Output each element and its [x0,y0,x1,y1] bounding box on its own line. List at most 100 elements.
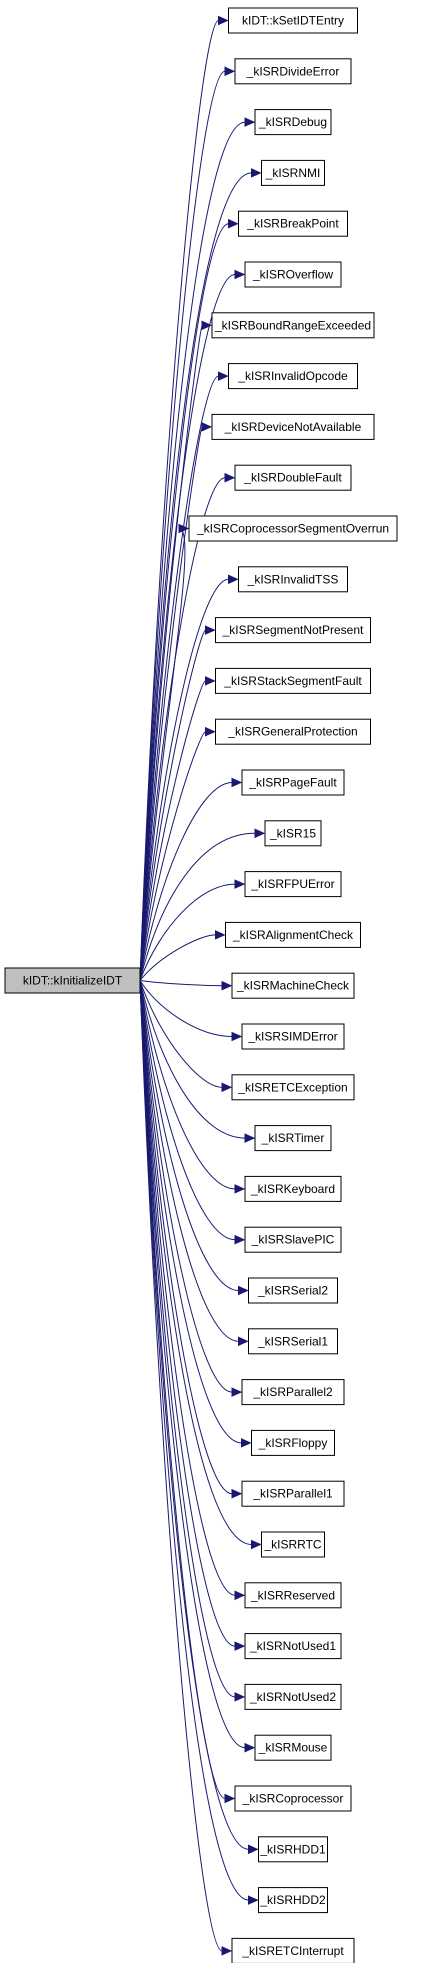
callee-node-box [248,1328,338,1355]
callee-node-kisrserial2[interactable]: _kISRSerial2 [248,1277,338,1304]
call-edge [139,980,236,1241]
call-edge [139,980,239,1291]
callee-node-kisrpagefault[interactable]: _kISRPageFault [241,769,345,796]
call-edge [139,980,236,1647]
callee-node-kisrbreakpoint[interactable]: _kISRBreakPoint [238,210,348,237]
call-edge [139,629,206,981]
call-edge [139,980,242,1444]
callee-node-kisrboundrangeexceeded[interactable]: _kISRBoundRangeExceeded [211,312,375,339]
callee-node-kisrfpuerror[interactable]: _kISRFPUError [244,871,342,898]
callee-node-label: _kISRNotUsed1 [249,1639,336,1653]
callee-node-label: _kISRInvalidOpcode [237,369,348,383]
callee-node-label: _kISRBreakPoint [246,217,339,231]
call-edge [139,70,226,981]
callee-node-kisrhdd1[interactable]: _kISRHDD1 [258,1836,328,1863]
callee-node-kisroverflow[interactable]: _kISROverflow [244,261,342,288]
arrowhead [238,1336,249,1347]
arrowhead [201,320,213,331]
arrowhead [244,1133,256,1143]
callee-node-kisrserial1[interactable]: _kISRSerial1 [248,1328,338,1355]
call-edge [139,324,203,981]
callee-node-kisrcoprocessor[interactable]: _kISRCoprocessor [234,1785,352,1812]
arrowhead [234,1641,246,1651]
callee-node-label: _kISRMachineCheck [236,979,350,993]
callee-node-box [244,1633,342,1660]
arrowhead [228,218,239,229]
callee-node-label: _kISRNMI [265,166,321,180]
call-edge [139,375,219,981]
callee-node-box [244,1683,342,1710]
arrowhead [224,66,236,77]
callee-node-kisrrtc[interactable]: _kISRRTC [261,1531,325,1558]
root-node-kinitializeidt[interactable]: kIDT::kInitializeIDT [4,967,141,994]
callee-node-kisrslavepic[interactable]: _kISRSlavePIC [244,1226,342,1253]
callee-node-kisretcinterrupt[interactable]: _kISRETCInterrupt [231,1937,355,1963]
call-edge [139,980,233,1037]
callee-node-kisrinvalidtss[interactable]: _kISRInvalidTSS [238,566,348,593]
call-edge [139,980,249,1850]
callee-node-kisrfloppy[interactable]: _kISRFloppy [251,1429,335,1456]
callee-node-label: _kISRReserved [250,1588,335,1602]
callee-node-kisrcoprocessorsegmentoverrun[interactable]: _kISRCoprocessorSegmentOverrun [188,515,398,542]
arrowhead [244,117,256,127]
call-edge [139,980,249,1901]
call-edge [139,980,223,987]
callee-node-label: _kISRParallel2 [252,1385,333,1399]
callee-node-label: _kISRSerial1 [257,1334,328,1348]
callee-node-label: _kISRDivideError [246,64,340,78]
callee-node-kisretcexception[interactable]: _kISRETCException [231,1074,355,1101]
callee-node-box [254,1125,332,1152]
callee-node-kisrsegmentnotpresent[interactable]: _kISRSegmentNotPresent [215,617,371,644]
callee-node-kisrdebug[interactable]: _kISRDebug [254,109,332,136]
callee-node-label: _kISRDeviceNotAvailable [224,420,362,434]
callee-node-kisrmachinecheck[interactable]: _kISRMachineCheck [231,972,355,999]
callee-node-kisrstacksegmentfault[interactable]: _kISRStackSegmentFault [215,667,371,694]
callee-node-box [228,363,358,390]
callee-node-kisrsimderror[interactable]: _kISRSIMDError [241,1023,345,1050]
callee-node-kisrhdd2[interactable]: _kISRHDD2 [258,1887,328,1914]
callee-node-box [231,972,355,999]
callee-node-kisrgeneralprotection[interactable]: _kISRGeneralProtection [215,718,371,745]
callee-node-label: _kISRMouse [258,1741,328,1755]
call-edge [139,426,203,981]
root-node-label: kIDT::kInitializeIDT [23,974,123,988]
callee-node-label: _kISRAlignmentCheck [232,928,354,942]
callee-node-label: _kISRFloppy [258,1436,328,1450]
callee-node-kisrnotused2[interactable]: _kISRNotUsed2 [244,1683,342,1710]
callee-node-kisrinvalidopcode[interactable]: _kISRInvalidOpcode [228,363,358,390]
call-edge [139,980,246,1749]
callee-node-kisrdivideerror[interactable]: _kISRDivideError [234,58,352,85]
arrowhead [234,1590,246,1601]
arrowhead [218,15,229,26]
callee-node-kisrnmi[interactable]: _kISRNMI [261,159,325,186]
callee-node-kidt-ksetidtentry[interactable]: kIDT::kSetIDTEntry [228,7,358,34]
callee-node-box [231,1937,355,1963]
callee-node-label: _kISRSIMDError [247,1030,337,1044]
callee-node-kisrtimer[interactable]: _kISRTimer [254,1125,332,1152]
arrowhead [231,1387,243,1397]
callee-node-box [234,1785,352,1812]
call-edge [139,980,236,1596]
callee-node-kisrparallel2[interactable]: _kISRParallel2 [241,1379,345,1406]
callee-node-kisrparallel1[interactable]: _kISRParallel1 [241,1480,345,1507]
callee-node-label: _kISRCoprocessor [242,1792,344,1806]
callee-node-box [241,1480,345,1507]
callee-node-kisrdoublefault[interactable]: _kISRDoubleFault [234,464,352,491]
callee-node-kisr15[interactable]: _kISR15 [264,820,322,847]
callee-node-box [254,109,332,136]
callee-node-kisralignmentcheck[interactable]: _kISRAlignmentCheck [225,921,361,948]
arrowhead [178,523,190,534]
callee-node-kisrmouse[interactable]: _kISRMouse [254,1734,332,1761]
callee-node-kisrdevicenotavailable[interactable]: _kISRDeviceNotAvailable [211,413,375,440]
callee-node-box [254,1734,332,1761]
call-edge [139,980,223,1952]
call-edge [139,883,236,981]
callee-node-label: _kISRHDD1 [259,1842,326,1856]
callee-node-kisrkeyboard[interactable]: _kISRKeyboard [244,1175,342,1202]
callee-node-box [215,667,371,694]
callee-node-kisrreserved[interactable]: _kISRReserved [244,1582,342,1609]
callee-node-label: _kISR15 [269,826,316,840]
callee-node-kisrnotused1[interactable]: _kISRNotUsed1 [244,1633,342,1660]
arrowhead [234,1184,246,1194]
